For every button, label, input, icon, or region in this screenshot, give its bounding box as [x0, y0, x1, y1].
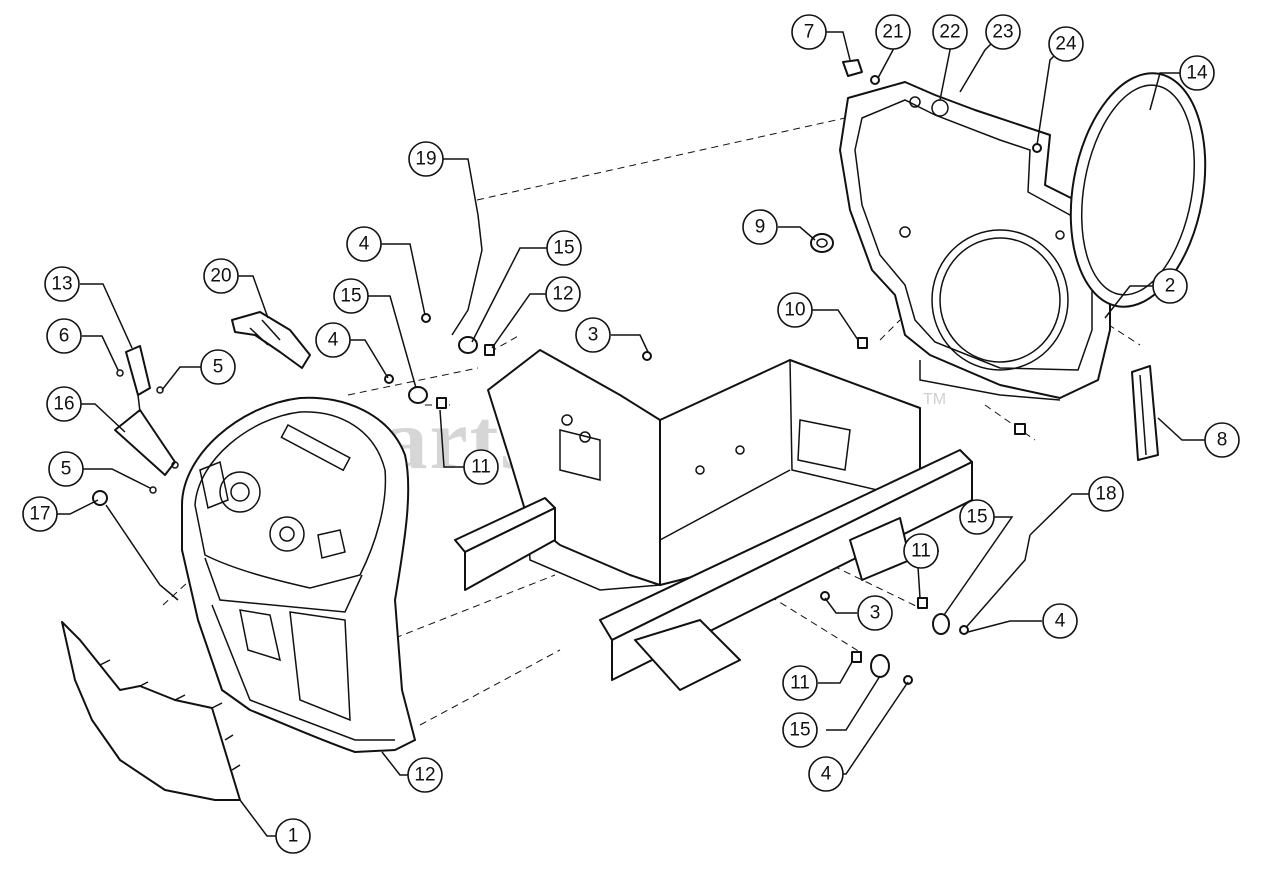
- part-17-knob-cable: [92, 490, 179, 601]
- callout-2: 2: [1152, 268, 1188, 304]
- svg-text:16: 16: [53, 394, 74, 415]
- callout-15-b: 15: [333, 278, 369, 314]
- svg-text:15: 15: [966, 507, 987, 528]
- part-12-dash-console: [181, 396, 416, 753]
- part-1-lower-shield: [61, 621, 241, 801]
- frame-rails: [454, 449, 973, 691]
- callout-19: 19: [408, 141, 444, 177]
- part-14-ring: [1069, 72, 1207, 308]
- callout-11-a: 11: [463, 449, 499, 485]
- callout-4-a: 4: [346, 226, 382, 262]
- callout-4-c: 4: [1042, 603, 1078, 639]
- watermark-trademark: TM: [923, 391, 946, 408]
- svg-text:10: 10: [784, 300, 805, 321]
- part-2-rear-plate: [839, 81, 1111, 401]
- svg-text:17: 17: [29, 504, 50, 525]
- callout-4-d: 4: [808, 756, 844, 792]
- callout-5-a: 5: [200, 349, 236, 385]
- svg-text:11: 11: [911, 541, 931, 562]
- part-18-rod: [961, 534, 1031, 633]
- callout-9: 9: [742, 209, 778, 245]
- callout-17: 17: [22, 496, 58, 532]
- hardware: [384, 75, 1042, 685]
- part-7-nut: [842, 59, 863, 77]
- callout-1: 1: [275, 818, 311, 854]
- part-19-rod: [451, 214, 483, 336]
- svg-text:3: 3: [588, 325, 599, 346]
- callout-15-d: 15: [782, 712, 818, 748]
- callout-6: 6: [46, 318, 82, 354]
- svg-text:14: 14: [1186, 63, 1208, 84]
- callout-12-b: 12: [407, 757, 443, 793]
- callout-16: 16: [46, 386, 82, 422]
- callout-12-a: 12: [545, 276, 581, 312]
- callout-21: 21: [875, 14, 911, 50]
- svg-text:1: 1: [288, 826, 299, 847]
- svg-text:21: 21: [882, 22, 903, 43]
- part-3-center-frame: [487, 349, 921, 591]
- svg-text:5: 5: [61, 459, 72, 480]
- callout-11-c: 11: [782, 665, 818, 701]
- callout-18: 18: [1088, 476, 1124, 512]
- svg-text:6: 6: [59, 326, 70, 347]
- callout-13: 13: [44, 266, 80, 302]
- callout-4-b: 4: [315, 322, 351, 358]
- part-16-bracket: [114, 394, 176, 476]
- svg-text:4: 4: [328, 330, 339, 351]
- callout-14: 14: [1179, 55, 1215, 91]
- svg-text:20: 20: [210, 266, 231, 287]
- part-9-bushing: [810, 233, 834, 253]
- callout-5-b: 5: [48, 451, 84, 487]
- callout-22: 22: [932, 14, 968, 50]
- svg-text:2: 2: [1165, 276, 1176, 297]
- callout-8: 8: [1204, 422, 1240, 458]
- svg-text:11: 11: [790, 673, 810, 694]
- svg-text:3: 3: [870, 603, 881, 624]
- callout-20: 20: [203, 258, 239, 294]
- callout-11-b: 11: [903, 533, 939, 569]
- svg-text:19: 19: [415, 149, 436, 170]
- callouts: 1 2 3 3 4 4 4 4 5 5 6 7 8 9 10 11 11 11 …: [22, 14, 1240, 854]
- svg-text:5: 5: [213, 357, 224, 378]
- svg-text:12: 12: [552, 284, 573, 305]
- callout-24: 24: [1048, 26, 1084, 62]
- part-8-channel: [1131, 365, 1159, 461]
- part-13-lever: [125, 345, 151, 396]
- svg-text:22: 22: [939, 22, 960, 43]
- svg-text:23: 23: [992, 22, 1013, 43]
- callout-3-a: 3: [575, 317, 611, 353]
- small-screws-left: [116, 369, 179, 494]
- callout-23: 23: [985, 14, 1021, 50]
- callout-15-c: 15: [959, 499, 995, 535]
- svg-text:12: 12: [414, 765, 435, 786]
- svg-text:13: 13: [51, 274, 72, 295]
- callout-7: 7: [791, 14, 827, 50]
- svg-text:8: 8: [1217, 430, 1228, 451]
- part-20-bezel: [231, 311, 311, 369]
- svg-text:15: 15: [340, 286, 361, 307]
- callout-10: 10: [777, 292, 813, 328]
- svg-text:15: 15: [789, 720, 810, 741]
- svg-text:4: 4: [821, 764, 832, 785]
- svg-text:15: 15: [553, 238, 574, 259]
- svg-text:18: 18: [1095, 484, 1116, 505]
- callout-15-a: 15: [546, 230, 582, 266]
- svg-text:9: 9: [755, 217, 766, 238]
- svg-text:4: 4: [359, 234, 370, 255]
- svg-text:11: 11: [471, 457, 491, 478]
- svg-text:7: 7: [804, 22, 815, 43]
- svg-text:4: 4: [1055, 611, 1066, 632]
- svg-text:24: 24: [1055, 34, 1077, 55]
- callout-3-b: 3: [857, 595, 893, 631]
